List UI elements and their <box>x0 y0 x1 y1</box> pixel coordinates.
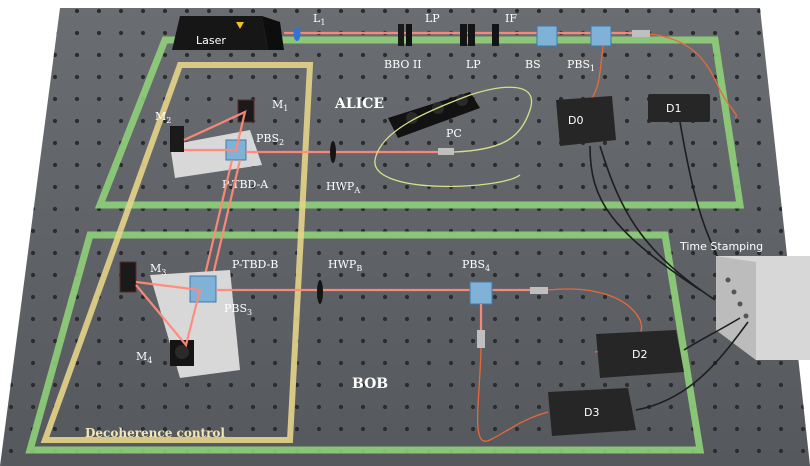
fiber-coupler-top <box>632 30 650 37</box>
d1-label: D1 <box>666 102 681 115</box>
alice-label: ALICE <box>334 96 384 112</box>
m4-mount <box>175 345 189 359</box>
d2-label: D2 <box>632 348 647 361</box>
lens-l1 <box>293 27 301 41</box>
bs-label: BS <box>525 58 541 71</box>
detector-d2 <box>596 330 684 378</box>
fiber-coupler-pbs4-down <box>477 330 485 348</box>
pbs4-label: PBS4 <box>462 258 490 273</box>
decoherence-label: Decoherence control <box>85 426 225 440</box>
hwp-b <box>317 280 323 304</box>
mirror-m3 <box>119 261 137 293</box>
if-label: IF <box>505 12 517 25</box>
ptbda-label: P-TBD-A <box>222 178 269 191</box>
pbs2-label: PBS2 <box>256 132 284 147</box>
lp-filter-1 <box>406 24 412 46</box>
pbs1-cube <box>590 25 612 47</box>
lp-filter-2 <box>460 24 467 46</box>
hwpa-label: HWPA <box>326 180 360 195</box>
m1-label: M1 <box>272 98 288 113</box>
mirror-m2 <box>170 126 184 152</box>
lp-filter-3 <box>468 24 475 46</box>
cable-d0 <box>589 145 701 291</box>
ptbdb-label: P-TBD-B <box>232 258 278 271</box>
bob-label: BOB <box>352 376 388 392</box>
detector-d1 <box>648 94 710 122</box>
pbs3-label: PBS3 <box>224 302 252 317</box>
m3-label: M3 <box>150 262 166 277</box>
m4-label: M4 <box>136 350 152 365</box>
alice-region-border <box>94 36 745 209</box>
fiber-to-d1 <box>649 33 737 119</box>
cable-d3 <box>635 321 749 411</box>
lp-top-label: LP <box>425 12 440 25</box>
time-stamping-unit <box>716 256 810 360</box>
time-stamping-label: Time Stamping <box>679 240 763 253</box>
pbs4-cube <box>469 281 493 305</box>
hwp-a <box>330 141 336 163</box>
hwpb-label: HWPB <box>328 258 362 273</box>
ptbd-beam-2 <box>211 159 242 276</box>
m2-label: M2 <box>155 110 171 125</box>
detector-d0 <box>556 96 616 146</box>
fiber-pbs1 <box>589 45 604 101</box>
fiber-to-d3 <box>476 347 549 442</box>
lp-mid-label: LP <box>466 58 481 71</box>
d0-label: D0 <box>568 114 583 127</box>
polarization-controller <box>388 92 480 138</box>
bob-interferometer-beam <box>135 280 202 348</box>
d3-label: D3 <box>584 406 599 419</box>
if-filter <box>492 24 499 46</box>
laser-warning-icon <box>236 22 244 29</box>
detector-d3 <box>548 388 636 436</box>
alice-interferometer-beam <box>183 110 247 152</box>
bob-region-border <box>25 231 705 454</box>
cable-d0-b <box>599 145 716 301</box>
bbo-crystal <box>398 24 404 46</box>
cable-d2 <box>683 317 741 351</box>
ptbd-beam-1 <box>203 159 234 276</box>
pc-paddle-1 <box>406 112 418 124</box>
laser-module <box>172 16 284 50</box>
fiber-coupler-alice <box>438 148 454 155</box>
l1-label: L1 <box>313 12 325 27</box>
bbo-label: BBO II <box>384 58 422 71</box>
pbs1-label: PBS1 <box>567 58 595 73</box>
decoherence-region-border <box>40 62 314 443</box>
laser-label: Laser <box>196 34 226 47</box>
ptbdb-cube <box>189 275 217 303</box>
pc-label: PC <box>446 127 462 140</box>
bs-cube <box>536 25 558 47</box>
yellow-fiber <box>374 86 533 188</box>
fiber-coupler-pbs4-right <box>530 287 548 294</box>
